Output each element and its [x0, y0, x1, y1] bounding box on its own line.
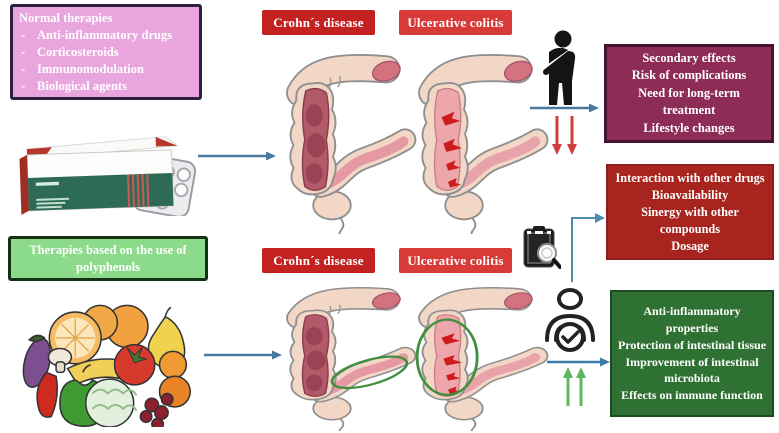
outcome-line: Lifestyle changes — [643, 120, 735, 135]
polyphenol-therapies-box: Therapies based on the use of polyphenol… — [8, 236, 208, 281]
ulcerative-label-text: Ulcerative colitis — [407, 252, 504, 268]
consideration-line: Sinergy with other compounds — [641, 204, 739, 236]
green-increase-arrows-icon — [563, 367, 586, 406]
therapy-list-item: - Biological agents — [19, 78, 193, 95]
elbow-arrow-to-considerations — [571, 213, 605, 282]
consideration-line: Bioavailability — [651, 187, 729, 202]
benefit-line: Improvement of intestinal microbiota — [625, 354, 759, 386]
therapy-item-label: Corticosteroids — [37, 45, 119, 59]
ulcerative-colitis-label-bottom: Ulcerative colitis — [399, 248, 512, 273]
therapy-item-label: Biological agents — [37, 79, 127, 93]
crohns-disease-label-top: Crohn´s disease — [262, 10, 375, 35]
red-decrease-arrows-icon — [552, 116, 577, 155]
arrow-medicine-to-colons — [198, 151, 276, 161]
green-annotation-ellipse — [415, 318, 479, 397]
arrow-fruits-to-colons — [204, 350, 282, 360]
colon-ulcerative-polyphenol-illustration — [404, 273, 554, 431]
therapy-item-label: Anti-inflammatory drugs — [37, 28, 173, 42]
crohns-label-text: Crohn´s disease — [273, 14, 364, 30]
check-icon — [561, 330, 580, 344]
therapy-list-item: - Immunomodulation — [19, 61, 193, 78]
polyphenol-therapies-label: Therapies based on the use of polyphenol… — [29, 242, 187, 274]
bullet-dash: - — [21, 28, 26, 42]
clipboard-magnifier-icon — [523, 226, 561, 269]
benefit-line: Effects on immune function — [621, 388, 763, 403]
fruits-and-vegetables-icon — [22, 304, 191, 427]
outcome-line: Need for long-term treatment — [638, 85, 740, 118]
benefit-line: Anti-inflammatory properties — [643, 304, 741, 335]
bullet-dash: - — [21, 79, 26, 93]
normal-therapies-box: Normal therapies - Anti-inflammatory dru… — [10, 4, 202, 100]
patient-abdominal-pain-icon — [543, 30, 576, 105]
healthy-gut-person-icon — [545, 288, 595, 352]
crohns-disease-label-bottom: Crohn´s disease — [262, 248, 375, 273]
arrow-person-to-benefits — [547, 357, 610, 367]
consideration-line: Dosage — [671, 238, 709, 253]
consideration-line: Interaction with other drugs — [615, 170, 765, 185]
bullet-dash: - — [21, 62, 26, 76]
arrow-patient-to-secondary-effects — [530, 103, 599, 113]
ulcerative-colitis-label-top: Ulcerative colitis — [399, 10, 512, 35]
benefit-line: Protection of intestinal tissue — [617, 337, 767, 352]
colon-ulcerative-normal-illustration — [404, 36, 554, 234]
therapy-item-label: Immunomodulation — [37, 62, 144, 76]
ulcerative-label-text: Ulcerative colitis — [407, 14, 504, 30]
interaction-considerations-box: Interaction with other drugs Bioavailabi… — [606, 164, 774, 260]
outcome-line: Risk of complications — [631, 68, 747, 83]
therapy-list-item: - Anti-inflammatory drugs — [19, 27, 193, 44]
normal-therapies-title: Normal therapies — [19, 11, 113, 25]
therapy-list-item: - Corticosteroids — [19, 44, 193, 61]
polyphenol-benefits-box: Anti-inflammatory properties Protection … — [610, 290, 774, 417]
colon-crohns-normal-illustration — [272, 36, 422, 234]
crohns-label-text: Crohn´s disease — [273, 252, 364, 268]
bullet-dash: - — [21, 45, 26, 59]
outcome-line: Secondary effects — [642, 50, 736, 65]
secondary-effects-box: Secondary effects Risk of complications … — [604, 44, 774, 143]
colon-crohns-polyphenol-illustration — [272, 273, 422, 431]
medicine-pack-with-blister-icon — [19, 136, 196, 216]
green-annotation-ellipse — [330, 355, 409, 390]
